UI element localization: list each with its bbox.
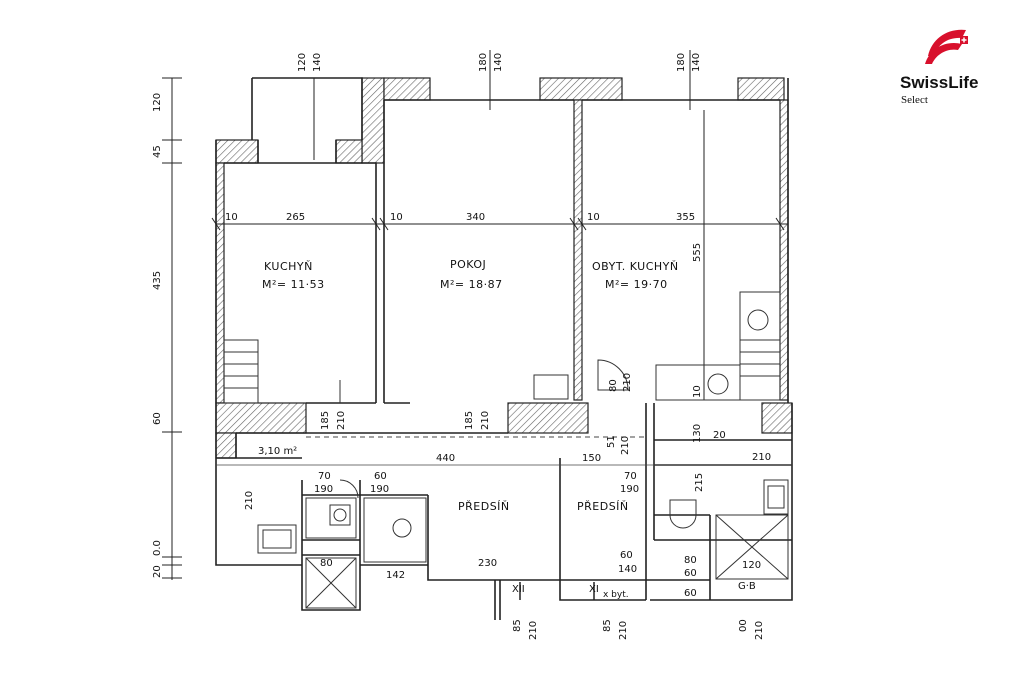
dim-b00: 00 bbox=[738, 619, 749, 632]
dim-w10c: 10 bbox=[587, 212, 600, 223]
dim-d190a: 190 bbox=[314, 484, 333, 495]
logo-brand: SwissLife bbox=[900, 73, 978, 92]
dim-d210b: 210 bbox=[336, 411, 347, 430]
dim-top-120: 120 bbox=[297, 53, 308, 72]
room-width-dimensions bbox=[211, 110, 788, 400]
dim-w340: 340 bbox=[466, 212, 485, 223]
logo-swoosh-icon bbox=[928, 29, 966, 56]
dim-top-140a: 140 bbox=[312, 53, 323, 72]
section-xi: XI bbox=[589, 584, 599, 595]
dim-b210a: 210 bbox=[528, 621, 539, 640]
dim-left-120: 120 bbox=[152, 93, 163, 112]
dim-d130: 130 bbox=[692, 424, 703, 443]
wall-outlines bbox=[215, 77, 793, 620]
room-kuchyn-area: M²= 11·53 bbox=[262, 278, 325, 291]
dim-w10a: 10 bbox=[225, 212, 238, 223]
dim-d142: 142 bbox=[386, 570, 405, 581]
storage-box bbox=[305, 557, 357, 609]
room-kuchyn-name: KUCHYŇ bbox=[264, 260, 313, 273]
dim-d190c: 190 bbox=[620, 484, 639, 495]
room-obyt-name: OBYT. KUCHYŇ bbox=[592, 260, 679, 273]
wc-door-swing-icon bbox=[339, 479, 359, 499]
shower bbox=[715, 514, 789, 580]
room-pokoj-area: M²= 18·87 bbox=[440, 278, 503, 291]
fixtures bbox=[223, 291, 789, 609]
dim-d10: 10 bbox=[692, 385, 703, 398]
dim-d210c: 210 bbox=[480, 411, 491, 430]
dim-d80b: 80 bbox=[320, 558, 333, 569]
washbasin bbox=[763, 479, 789, 515]
kitchen-counter-left bbox=[223, 339, 259, 404]
section-xii: XII bbox=[512, 584, 525, 595]
dim-top-180b: 180 bbox=[676, 53, 687, 72]
dim-w265: 265 bbox=[286, 212, 305, 223]
sink-counter bbox=[739, 291, 781, 341]
dim-d210a: 210 bbox=[622, 373, 633, 392]
dim-d80: 80 bbox=[608, 379, 619, 392]
dim-d140: 140 bbox=[618, 564, 637, 575]
dim-d190b: 190 bbox=[370, 484, 389, 495]
room-small-area: 3,10 m² bbox=[258, 446, 297, 457]
room-gb: G·B bbox=[738, 581, 756, 592]
door-swing-icon bbox=[597, 359, 629, 391]
dim-d210d: 210 bbox=[620, 436, 631, 455]
dim-left-45: 45 bbox=[152, 145, 163, 158]
dim-d70b: 70 bbox=[624, 471, 637, 482]
dim-d185a: 185 bbox=[320, 411, 331, 430]
dim-top-140b: 140 bbox=[493, 53, 504, 72]
kitchen-counter-right bbox=[739, 339, 781, 401]
dim-w10b: 10 bbox=[390, 212, 403, 223]
dim-d150: 150 bbox=[582, 453, 601, 464]
dim-left-435: 435 bbox=[152, 271, 163, 290]
sink-icon bbox=[747, 309, 769, 331]
dim-b85a: 85 bbox=[512, 619, 523, 632]
dim-b85b: 85 bbox=[602, 619, 613, 632]
dim-top-140c: 140 bbox=[691, 53, 702, 72]
room-obyt-area: M²= 19·70 bbox=[605, 278, 668, 291]
dim-b210b: 210 bbox=[618, 621, 629, 640]
dim-d210f: 210 bbox=[244, 491, 255, 510]
dim-left-20: 20 bbox=[152, 565, 163, 578]
stove-icon bbox=[707, 373, 729, 395]
room-predsin2-name: PŘEDSÍŇ bbox=[577, 500, 629, 513]
label-xbyt: x byt. bbox=[603, 590, 629, 600]
dim-d60a: 60 bbox=[374, 471, 387, 482]
dim-top-180a: 180 bbox=[478, 53, 489, 72]
dim-d210e: 210 bbox=[752, 452, 771, 463]
room-predsin1-name: PŘEDSÍŇ bbox=[458, 500, 510, 513]
dim-d80c: 80 bbox=[684, 555, 697, 566]
bathtub bbox=[257, 524, 297, 554]
toilet-2-icon bbox=[392, 518, 412, 538]
dim-d120: 120 bbox=[742, 560, 761, 571]
wc-cubicle bbox=[305, 497, 357, 539]
room-pokoj-name: POKOJ bbox=[450, 258, 486, 271]
toilet-icon bbox=[669, 499, 697, 529]
dim-d60d: 60 bbox=[684, 588, 697, 599]
dim-d60c: 60 bbox=[684, 568, 697, 579]
dim-h555: 555 bbox=[692, 243, 703, 262]
structural-walls bbox=[215, 77, 793, 459]
dim-d230: 230 bbox=[478, 558, 497, 569]
swisslife-logo: SwissLife Select bbox=[900, 29, 978, 106]
dim-w355: 355 bbox=[676, 212, 695, 223]
dim-d60b: 60 bbox=[620, 550, 633, 561]
dim-d20: 20 bbox=[713, 430, 726, 441]
dim-b210c: 210 bbox=[754, 621, 765, 640]
dim-d70a: 70 bbox=[318, 471, 331, 482]
dim-left-60: 60 bbox=[152, 412, 163, 425]
dim-left-00: 0.0 bbox=[152, 540, 163, 556]
pokoj-fixture bbox=[533, 374, 569, 400]
dim-d440: 440 bbox=[436, 453, 455, 464]
dim-d185b: 185 bbox=[464, 411, 475, 430]
dim-d51: 51 bbox=[606, 435, 617, 448]
dim-d215: 215 bbox=[694, 473, 705, 492]
logo-sub: Select bbox=[901, 94, 928, 106]
left-dimension-chain bbox=[162, 77, 182, 580]
